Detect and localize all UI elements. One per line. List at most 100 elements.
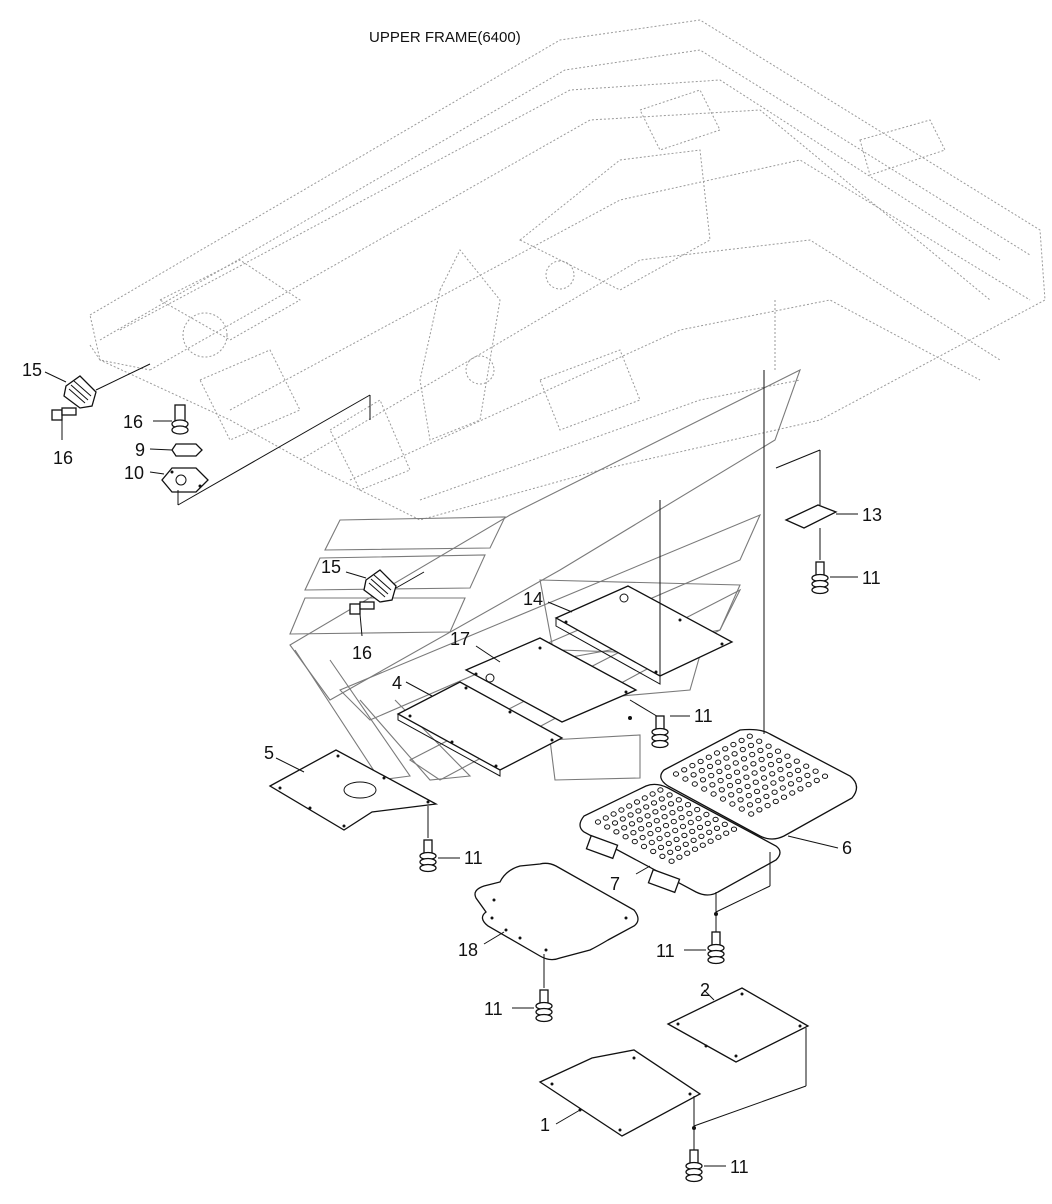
perforation-hole <box>722 746 729 752</box>
perforation-hole <box>805 781 812 788</box>
part-13-plate <box>775 449 858 560</box>
perforation-hole <box>703 811 710 818</box>
perforation-hole <box>672 827 679 834</box>
perforation-hole <box>812 768 819 774</box>
perforation-hole <box>611 820 619 826</box>
perforation-hole <box>785 762 792 769</box>
perforation-hole <box>679 823 687 830</box>
part-17-plate <box>464 637 638 723</box>
perforation-hole <box>678 814 685 821</box>
perforation-hole <box>640 843 648 850</box>
perforation-hole <box>690 772 697 778</box>
perforation-hole <box>681 767 688 773</box>
perforation-hole <box>661 814 668 820</box>
perforation-hole <box>756 738 763 744</box>
part-15-grille-left <box>44 363 151 409</box>
perforation-hole <box>779 785 786 791</box>
perforation-hole <box>627 812 634 818</box>
part-11-bolt-a <box>811 561 858 595</box>
perforation-hole <box>684 802 692 808</box>
part-5-plate <box>268 749 439 838</box>
part-6-perforated-panel <box>660 370 858 849</box>
perforation-hole <box>705 754 712 760</box>
perforation-hole <box>638 826 645 832</box>
perforation-hole <box>674 845 682 851</box>
perforation-hole <box>706 829 713 835</box>
perforation-hole <box>695 815 702 822</box>
upper-frame-phantom <box>89 19 1046 521</box>
perforation-hole <box>723 830 730 836</box>
perforation-hole <box>677 806 684 812</box>
callout-11-e: 11 <box>484 999 503 1019</box>
perforation-hole <box>689 762 696 769</box>
perforation-hole <box>759 766 766 772</box>
perforation-hole <box>636 817 643 823</box>
part-15-grille-center <box>345 569 425 603</box>
perforation-hole <box>664 831 671 838</box>
perforation-hole <box>631 838 638 845</box>
perforation-hole <box>753 788 761 795</box>
perforation-hole <box>626 803 633 809</box>
perforation-hole <box>738 737 745 744</box>
callout-1: 1 <box>540 1115 550 1135</box>
perforation-hole <box>657 844 665 851</box>
perforation-hole <box>767 761 775 768</box>
callout-11-d: 11 <box>656 941 675 961</box>
perforation-hole <box>643 804 650 810</box>
perforation-hole <box>619 816 626 822</box>
callout-17: 17 <box>450 629 470 649</box>
perforation-hole <box>750 761 757 767</box>
perforation-hole <box>698 833 705 839</box>
perforation-hole <box>745 792 752 799</box>
perforation-hole <box>713 750 721 756</box>
perforation-hole <box>715 834 722 840</box>
perforation-hole <box>744 783 751 790</box>
perforation-hole <box>699 842 706 848</box>
part-7-perforated-panel <box>579 783 781 916</box>
part-18-plate <box>474 862 639 988</box>
perforation-hole <box>669 810 676 816</box>
perforation-hole <box>662 822 670 829</box>
part-14-plate <box>547 500 734 685</box>
perforation-hole <box>746 802 754 808</box>
perforation-hole <box>730 741 737 748</box>
perforation-hole <box>735 778 742 785</box>
perforation-hole <box>715 759 722 765</box>
perforation-hole <box>633 799 641 805</box>
perforation-hole <box>644 813 651 819</box>
part-16-bolt-left <box>51 407 77 440</box>
perforation-hole <box>762 784 769 790</box>
perforation-hole <box>763 793 770 800</box>
perforation-hole <box>657 787 664 793</box>
callout-5: 5 <box>264 743 274 763</box>
perforation-hole <box>742 765 749 771</box>
callout-11-c: 11 <box>464 848 483 868</box>
part-10-gasket <box>149 394 371 506</box>
perforation-hole <box>793 758 800 764</box>
perforation-hole <box>650 800 658 806</box>
perforation-hole <box>803 763 810 769</box>
perforation-hole <box>694 806 701 813</box>
perforation-hole <box>774 748 782 754</box>
part-9-cover <box>149 443 203 457</box>
perforation-hole <box>747 742 755 749</box>
perforation-hole <box>794 767 802 774</box>
part-11-bolt-e <box>512 989 553 1023</box>
perforation-hole <box>760 775 768 781</box>
perforation-hole <box>733 769 741 775</box>
perforation-hole <box>670 818 677 825</box>
perforation-hole <box>699 777 707 783</box>
perforation-hole <box>701 786 708 792</box>
perforation-hole <box>732 760 739 766</box>
perforation-hole <box>758 756 765 763</box>
perforation-hole <box>821 773 829 779</box>
diagram-title: UPPER FRAME(6400) <box>369 29 521 46</box>
perforation-hole <box>738 806 745 812</box>
perforation-hole <box>639 834 646 841</box>
perforation-hole <box>749 751 756 758</box>
perforation-hole <box>736 787 743 794</box>
perforation-hole <box>743 774 750 780</box>
perforation-hole <box>723 755 730 761</box>
callout-16-bottom-left: 16 <box>53 448 73 468</box>
